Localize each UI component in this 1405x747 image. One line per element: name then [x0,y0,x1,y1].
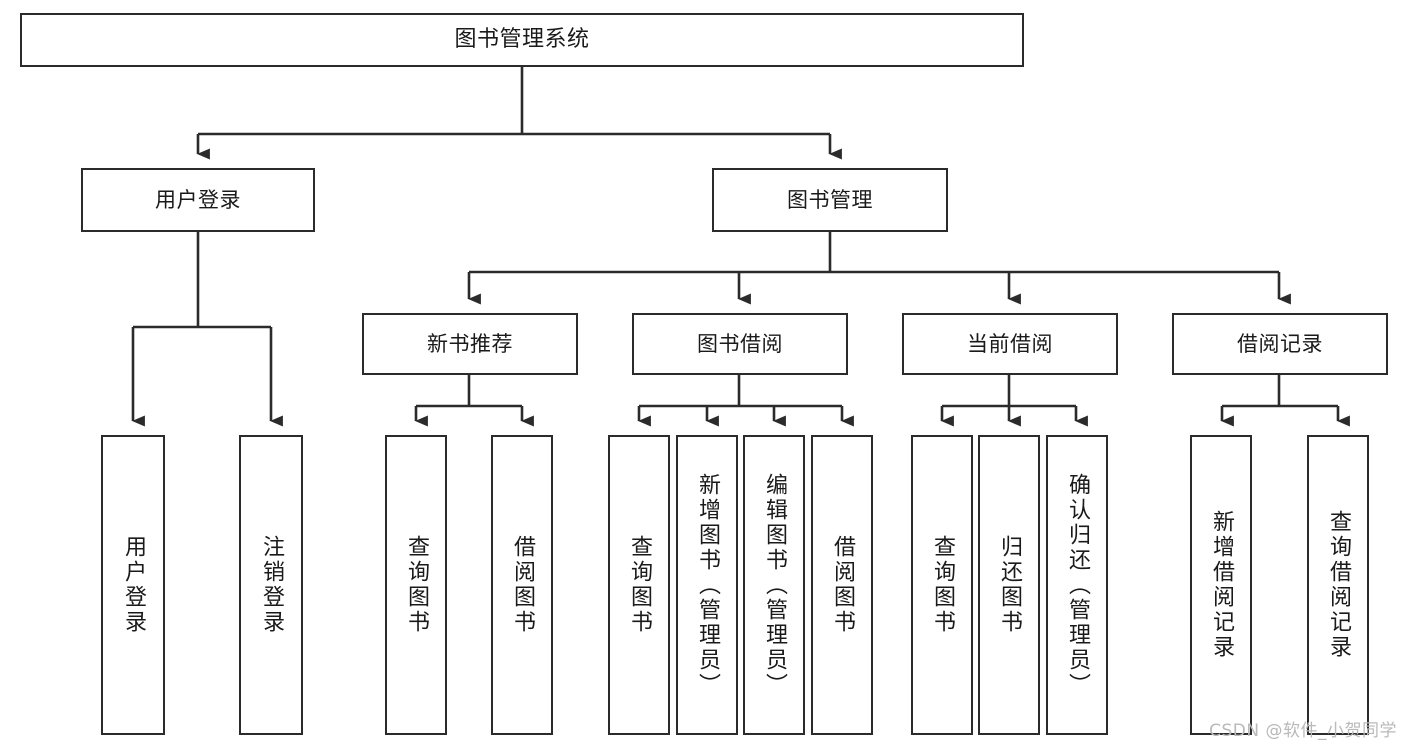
node-label: 注销登录 [259,535,284,635]
node-label: 归还图书 [997,535,1022,635]
node-label: 编辑图书（管理员） [762,472,787,698]
leaf-search-books-current[interactable]: 查询图书 [911,435,973,735]
node-book-borrowing[interactable]: 图书借阅 [632,313,848,375]
node-label: 新增借阅记录 [1209,510,1234,660]
leaf-logout[interactable]: 注销登录 [239,435,303,735]
node-current-borrowing[interactable]: 当前借阅 [902,313,1118,375]
leaf-query-borrow-record[interactable]: 查询借阅记录 [1307,435,1369,735]
node-borrow-records[interactable]: 借阅记录 [1172,313,1388,375]
node-label: 借阅图书 [510,535,535,635]
leaf-add-borrow-record[interactable]: 新增借阅记录 [1190,435,1252,735]
leaf-add-book-admin[interactable]: 新增图书（管理员） [676,435,738,735]
node-label: 查询图书 [930,535,955,635]
leaf-search-books-borrow[interactable]: 查询图书 [608,435,670,735]
node-label: 用户登录 [121,535,146,635]
leaf-confirm-return-admin[interactable]: 确认归还（管理员） [1046,435,1108,735]
node-label: 图书借阅 [697,331,783,356]
node-label: 查询图书 [404,535,429,635]
leaf-borrow-books-new[interactable]: 借阅图书 [491,435,553,735]
node-root-system[interactable]: 图书管理系统 [20,13,1024,67]
leaf-edit-book-admin[interactable]: 编辑图书（管理员） [743,435,805,735]
node-label: 当前借阅 [967,331,1053,356]
node-label: 用户登录 [155,187,241,212]
node-new-book-recommendation[interactable]: 新书推荐 [362,313,578,375]
node-book-management[interactable]: 图书管理 [712,168,948,232]
leaf-user-login[interactable]: 用户登录 [101,435,165,735]
node-user-login[interactable]: 用户登录 [81,168,315,232]
leaf-return-books[interactable]: 归还图书 [978,435,1040,735]
node-label: 图书管理系统 [454,27,590,53]
leaf-search-books-new[interactable]: 查询图书 [385,435,447,735]
node-label: 新书推荐 [427,331,513,356]
node-label: 查询借阅记录 [1326,510,1351,660]
node-label: 查询图书 [627,535,652,635]
leaf-borrow-books[interactable]: 借阅图书 [811,435,873,735]
node-label: 图书管理 [787,187,873,212]
node-label: 确认归还（管理员） [1065,472,1090,698]
node-label: 借阅记录 [1237,331,1323,356]
node-label: 新增图书（管理员） [695,472,720,698]
node-label: 借阅图书 [830,535,855,635]
